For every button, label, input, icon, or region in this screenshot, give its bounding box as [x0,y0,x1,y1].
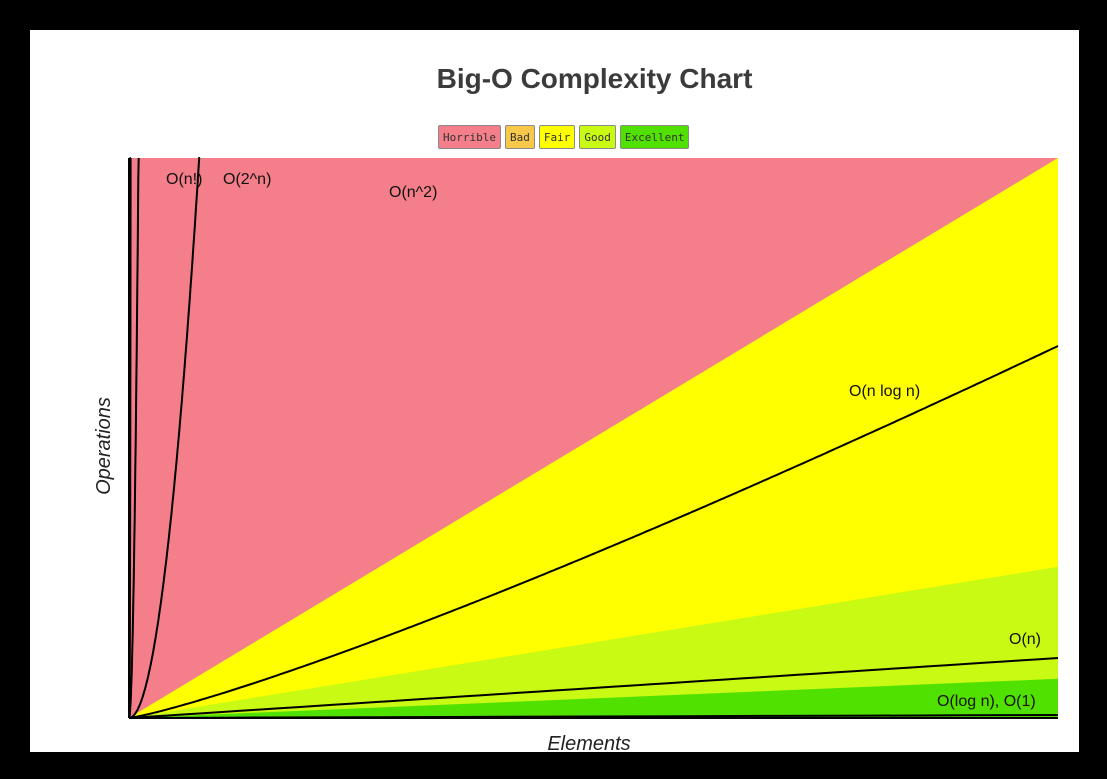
curve-quadratic [128,157,201,719]
legend-item-fair: Fair [538,125,576,149]
legend: Horrible Bad Fair Good Excellent [438,125,690,149]
label-linear: O(n) [1009,631,1041,648]
curve-labels: O(n!) O(2^n) O(n^2) O(n log n) O(n) O(lo… [166,171,1041,710]
label-log-const: O(log n), O(1) [937,693,1036,710]
legend-item-horrible: Horrible [438,125,501,149]
complexity-curves [128,157,1059,719]
region-excellent [129,678,1058,718]
axes [128,158,1058,719]
legend-item-excellent: Excellent [619,125,690,149]
chart-title: Big-O Complexity Chart [436,63,753,94]
curve-exponential [128,157,140,719]
curve-linear [128,657,1059,719]
label-exponential: O(2^n) [223,171,271,188]
y-axis-label: Operations [93,397,115,495]
legend-item-good: Good [579,125,616,149]
label-nlogn: O(n log n) [849,383,920,400]
label-quadratic: O(n^2) [389,184,437,201]
x-axis-label: Elements [547,733,630,755]
label-factorial: O(n!) [166,171,202,188]
region-good [129,566,1058,718]
curve-nlogn [128,345,1059,719]
legend-item-bad: Bad [504,125,535,149]
region-fair [129,158,1058,718]
complexity-regions [129,158,1058,718]
